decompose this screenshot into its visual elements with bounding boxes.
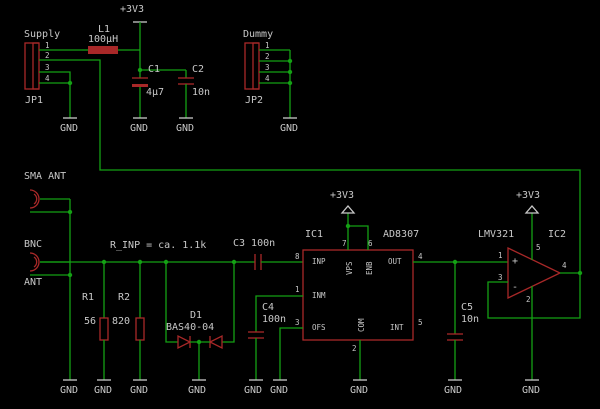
c2-value: 10n [192,87,210,98]
v3-right: +3V3 [516,190,540,201]
sma-label: SMA ANT [24,171,66,182]
c4-value: 100n [262,314,286,325]
ic2-lmv321: LMV321 IC2 + - 1 3 4 5 2 +3V3 GND [478,190,583,396]
bnc-label: BNC [24,239,42,250]
svg-text:5: 5 [418,318,423,327]
r1-value: 56 [84,316,96,327]
svg-text:INT: INT [390,323,404,332]
ic1-body [302,249,414,341]
r2-value: 820 [112,316,130,327]
input-network: R_INP = ca. 1.1k R1 56 GND R2 820 GND D1… [40,238,303,396]
gnd-c4: GND [244,385,262,396]
d1-label: D1 [190,310,202,321]
ic2-label: IC2 [548,229,566,240]
ic1-label: IC1 [305,229,323,240]
jp1-pin-3: 3 [45,63,50,72]
svg-text:2: 2 [526,295,531,304]
v3-mid: +3V3 [330,190,354,201]
gnd-c5: GND [444,385,462,396]
gnd-r2: GND [130,385,148,396]
svg-text:1: 1 [265,41,270,50]
svg-text:2: 2 [352,344,357,353]
supply-decoupling: +3V3 C1 4µ7 GND C2 10n GND [120,4,210,134]
svg-text:6: 6 [368,239,373,248]
c4-label: C4 [262,302,274,313]
gnd-d1: GND [188,385,206,396]
svg-text:4: 4 [562,261,567,270]
l1-value: 100µH [88,34,118,45]
gnd-r1: GND [94,385,112,396]
gnd-jp2: GND [280,123,298,134]
svg-text:INP: INP [312,257,326,266]
gnd-ofs: GND [270,385,288,396]
c5-value: 10n [461,314,479,325]
svg-text:ENB: ENB [365,261,374,275]
svg-text:3: 3 [265,63,270,72]
c5-label: C5 [461,302,473,313]
jp1-body [24,42,40,90]
jp1-label: JP1 [25,95,43,106]
jp1-pin-2: 2 [45,51,50,60]
jp2-label: JP2 [245,95,263,106]
jp2-connector: Dummy JP2 1 2 3 4 GND [243,29,298,134]
svg-text:4: 4 [265,74,270,83]
jp2-body [244,42,260,90]
gnd-ant: GND [60,385,78,396]
jp1-pin-1: 1 [45,41,50,50]
inductor-l1: L1 100µH [82,24,140,54]
jp1-title: Supply [24,29,60,40]
ic2-plus: + [512,256,518,267]
svg-text:8: 8 [295,252,300,261]
lmv321-label: LMV321 [478,229,514,240]
svg-text:OFS: OFS [312,323,326,332]
c3-label: C3 100n [233,238,275,249]
rinp-label: R_INP = ca. 1.1k [110,240,206,251]
gnd-c1: GND [130,123,148,134]
jp2-title: Dummy [243,29,273,40]
gnd-ic1: GND [350,385,368,396]
svg-text:5: 5 [536,243,541,252]
c2-label: C2 [192,64,204,75]
gnd-ic2: GND [522,385,540,396]
svg-text:INM: INM [312,291,326,300]
gnd-c2: GND [176,123,194,134]
svg-text:COM: COM [357,318,366,332]
r1-label: R1 [82,292,94,303]
c1-value: 4µ7 [146,87,164,98]
gnd-jp1: GND [60,123,78,134]
svg-text:1: 1 [295,285,300,294]
svg-text:4: 4 [418,252,423,261]
ic2-body [507,246,562,300]
r2-label: R2 [118,292,130,303]
svg-text:3: 3 [295,318,300,327]
ic1-ad8307: IC1 AD8307 INP INM OFS OUT INT VPS ENB C… [244,190,508,396]
capacitor-c5: C5 10n GND [444,262,479,396]
l1-label: L1 [98,24,110,35]
d1-value: BAS40-04 [166,322,214,333]
v3-top: +3V3 [120,4,144,15]
jp1-pin-4: 4 [45,74,50,83]
svg-text:3: 3 [498,273,503,282]
svg-text:1: 1 [498,251,503,260]
svg-text:7: 7 [342,239,347,248]
bnc-ant-label: ANT [24,277,42,288]
svg-text:VPS: VPS [345,261,354,275]
antenna-inputs: SMA ANT BNC ANT GND [24,171,78,396]
svg-text:2: 2 [265,52,270,61]
c1-label: C1 [148,64,160,75]
jp1-connector: Supply JP1 1 2 3 4 GND [24,29,581,268]
ad8307-label: AD8307 [383,229,419,240]
svg-text:OUT: OUT [388,257,402,266]
ic2-minus: - [512,282,518,293]
